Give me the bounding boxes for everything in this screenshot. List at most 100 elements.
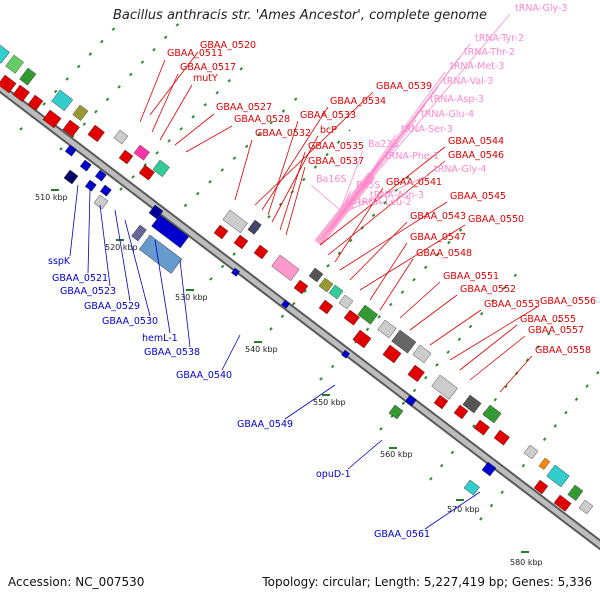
gene-forward: [523, 444, 539, 460]
gene-reverse: [151, 214, 190, 249]
forward-gene-leader: [334, 187, 384, 263]
gene-forward: [533, 479, 549, 495]
forward-gene-label: GBAA_0550: [468, 214, 524, 225]
rna-label: tRNA-Asn-3: [370, 190, 424, 201]
tick-dots: [209, 129, 351, 281]
reverse-gene-label: sspK: [48, 256, 71, 267]
reverse-gene-leader: [221, 334, 241, 371]
genome-summary-text: Topology: circular; Length: 5,227,419 bp…: [262, 575, 592, 589]
scale-label: 560 kbp: [380, 450, 413, 459]
rna-leader: [310, 184, 341, 211]
gene-forward: [391, 329, 417, 354]
forward-gene-label: GBAA_0543: [410, 211, 466, 222]
forward-gene-label: bcP: [320, 125, 337, 136]
gene-forward: [328, 284, 344, 300]
gene-forward: [553, 494, 572, 512]
gene-forward: [72, 104, 89, 121]
rna-leader: [335, 149, 364, 223]
rna-label: tRNA-Leu-2: [358, 197, 412, 208]
forward-gene-leader: [261, 106, 329, 211]
gene-forward: [453, 404, 469, 420]
rna-label: Ba5S: [356, 180, 380, 191]
gene-forward: [118, 149, 134, 165]
forward-gene-label: GBAA_0534: [330, 96, 386, 107]
rna-leader: [343, 190, 352, 205]
forward-gene-label: GBAA_0551: [443, 271, 499, 282]
forward-gene-label: GBAA_0511: [167, 48, 223, 59]
rna-label: tRNA-Glu-4: [421, 109, 474, 120]
gene-reverse: [94, 169, 107, 182]
genome-backbone-outline: [0, 81, 600, 551]
scale-label: 580 kbp: [510, 558, 543, 567]
forward-gene-leader: [174, 113, 215, 146]
reverse-gene-label: opuD-1: [316, 469, 351, 480]
rna-label: Ba23S: [368, 139, 398, 150]
gene-forward: [431, 374, 458, 400]
gene-forward: [152, 159, 170, 178]
forward-gene-label: mutY: [193, 73, 218, 84]
reverse-gene-label: hemL-1: [142, 333, 178, 344]
forward-gene-label: GBAA_0553: [484, 299, 540, 310]
gene-forward: [308, 267, 324, 283]
forward-gene-leader: [267, 120, 299, 216]
forward-gene-leader: [399, 281, 441, 319]
gene-forward: [5, 54, 24, 74]
genome-backbone: [0, 84, 600, 548]
gene-forward: [538, 457, 551, 470]
gene-forward: [482, 404, 502, 424]
gene-forward: [493, 429, 510, 446]
gene-forward: [62, 119, 80, 138]
forward-gene-label: GBAA_0556: [540, 296, 596, 307]
forward-gene-leader: [234, 139, 253, 201]
reverse-gene-leader: [284, 384, 336, 420]
forward-gene-leader: [279, 151, 306, 231]
tick-dots: [379, 269, 521, 431]
gene-reverse: [481, 461, 497, 477]
gene-forward: [578, 499, 594, 515]
gene-forward: [247, 219, 262, 235]
rna-label: tRNA-Gly-3: [515, 3, 567, 14]
reverse-gene-leader: [154, 239, 171, 334]
forward-gene-label: GBAA_0546: [448, 150, 504, 161]
gene-reverse: [281, 299, 291, 309]
rna-label: tRNA-Tyr-2: [475, 33, 524, 44]
gene-forward: [113, 129, 129, 145]
forward-gene-label: GBAA_0558: [535, 345, 591, 356]
accession-text: Accession: NC_007530: [8, 575, 145, 589]
rna-leader: [341, 200, 366, 207]
forward-gene-label: GBAA_0547: [410, 232, 466, 243]
gene-reverse: [341, 349, 351, 359]
gene-reverse: [93, 194, 109, 210]
rna-label: tRNA-Met-3: [450, 61, 504, 72]
forward-gene-label: GBAA_0537: [308, 156, 364, 167]
reverse-gene-label: GBAA_0561: [374, 529, 430, 540]
reverse-gene-leader: [69, 184, 79, 257]
forward-gene-leader: [499, 355, 533, 393]
forward-gene-label: GBAA_0545: [450, 191, 506, 202]
scale-label: 550 kbp: [313, 398, 346, 407]
gene-reverse: [404, 394, 417, 407]
gene-reverse: [64, 144, 77, 157]
tick-dots: [269, 174, 411, 331]
reverse-gene-leader: [99, 204, 111, 287]
reverse-gene-label: GBAA_0529: [84, 301, 140, 312]
rna-label: tRNA-Phe-1: [385, 151, 439, 162]
forward-gene-leader: [319, 146, 446, 246]
reverse-gene-label: GBAA_0521: [52, 273, 108, 284]
gene-forward: [87, 124, 105, 143]
gene-forward: [0, 74, 17, 94]
forward-gene-leader: [369, 242, 408, 301]
gene-reverse: [63, 169, 79, 185]
rna-label: tRNA-Ser-3: [401, 124, 453, 135]
gene-forward: [293, 279, 309, 295]
rna-label: tRNA-Asp-3: [430, 94, 484, 105]
forward-gene-leader: [429, 309, 482, 346]
rna-leader: [331, 119, 417, 229]
forward-gene-leader: [285, 166, 306, 236]
reverse-gene-leader: [124, 219, 151, 317]
gene-forward: [222, 209, 248, 234]
gene-forward: [253, 244, 269, 260]
gene-forward: [51, 89, 74, 112]
rna-leader: [333, 134, 397, 227]
